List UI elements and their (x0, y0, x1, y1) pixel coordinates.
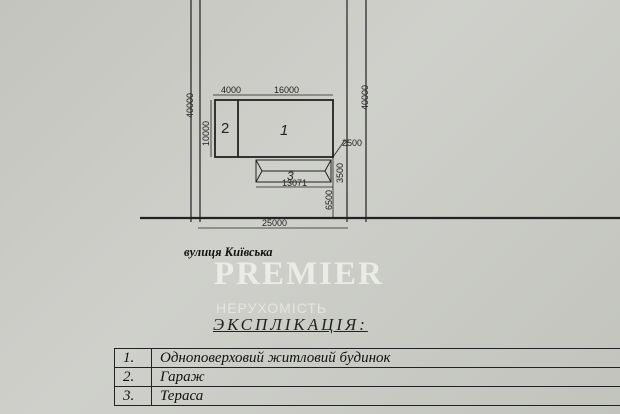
garage-label: 2 (221, 120, 229, 137)
dim-25000: 25000 (262, 218, 287, 228)
dim-16000: 16000 (274, 85, 299, 95)
dim-13071: 13071 (282, 178, 307, 188)
table-row: 2.Гараж (114, 367, 620, 387)
row-name: Гараж (151, 367, 620, 387)
house-outline (214, 99, 334, 158)
house-label: 1 (280, 122, 288, 139)
dim-10000: 10000 (201, 121, 211, 146)
terrace-outline (255, 159, 332, 183)
dim-6500: 6500 (324, 190, 334, 210)
dim-2500: 2500 (342, 138, 362, 148)
dim-4000: 4000 (221, 85, 241, 95)
row-name: Одноповерховий житловий будинок (151, 348, 620, 368)
row-number: 2. (114, 367, 152, 387)
table-row: 3.Тераса (114, 386, 620, 406)
street-name: вулиця Київська (184, 245, 273, 259)
watermark-subtitle: НЕРУХОМІСТЬ (216, 300, 328, 316)
row-name: Тераса (151, 386, 620, 406)
explication-table: 1.Одноповерховий житловий будинок 2.Гара… (114, 348, 620, 406)
explication-title: ЭКСПЛІКАЦІЯ: (213, 315, 368, 334)
dim-40000-right: 40000 (360, 85, 370, 110)
table-row: 1.Одноповерховий житловий будинок (114, 348, 620, 368)
dim-3500: 3500 (335, 163, 345, 183)
watermark-logo: PREMIER (214, 256, 384, 292)
dim-40000-left: 40000 (185, 93, 195, 118)
row-number: 3. (114, 386, 152, 406)
terrace-label: 3 (287, 169, 294, 183)
row-number: 1. (114, 348, 152, 368)
